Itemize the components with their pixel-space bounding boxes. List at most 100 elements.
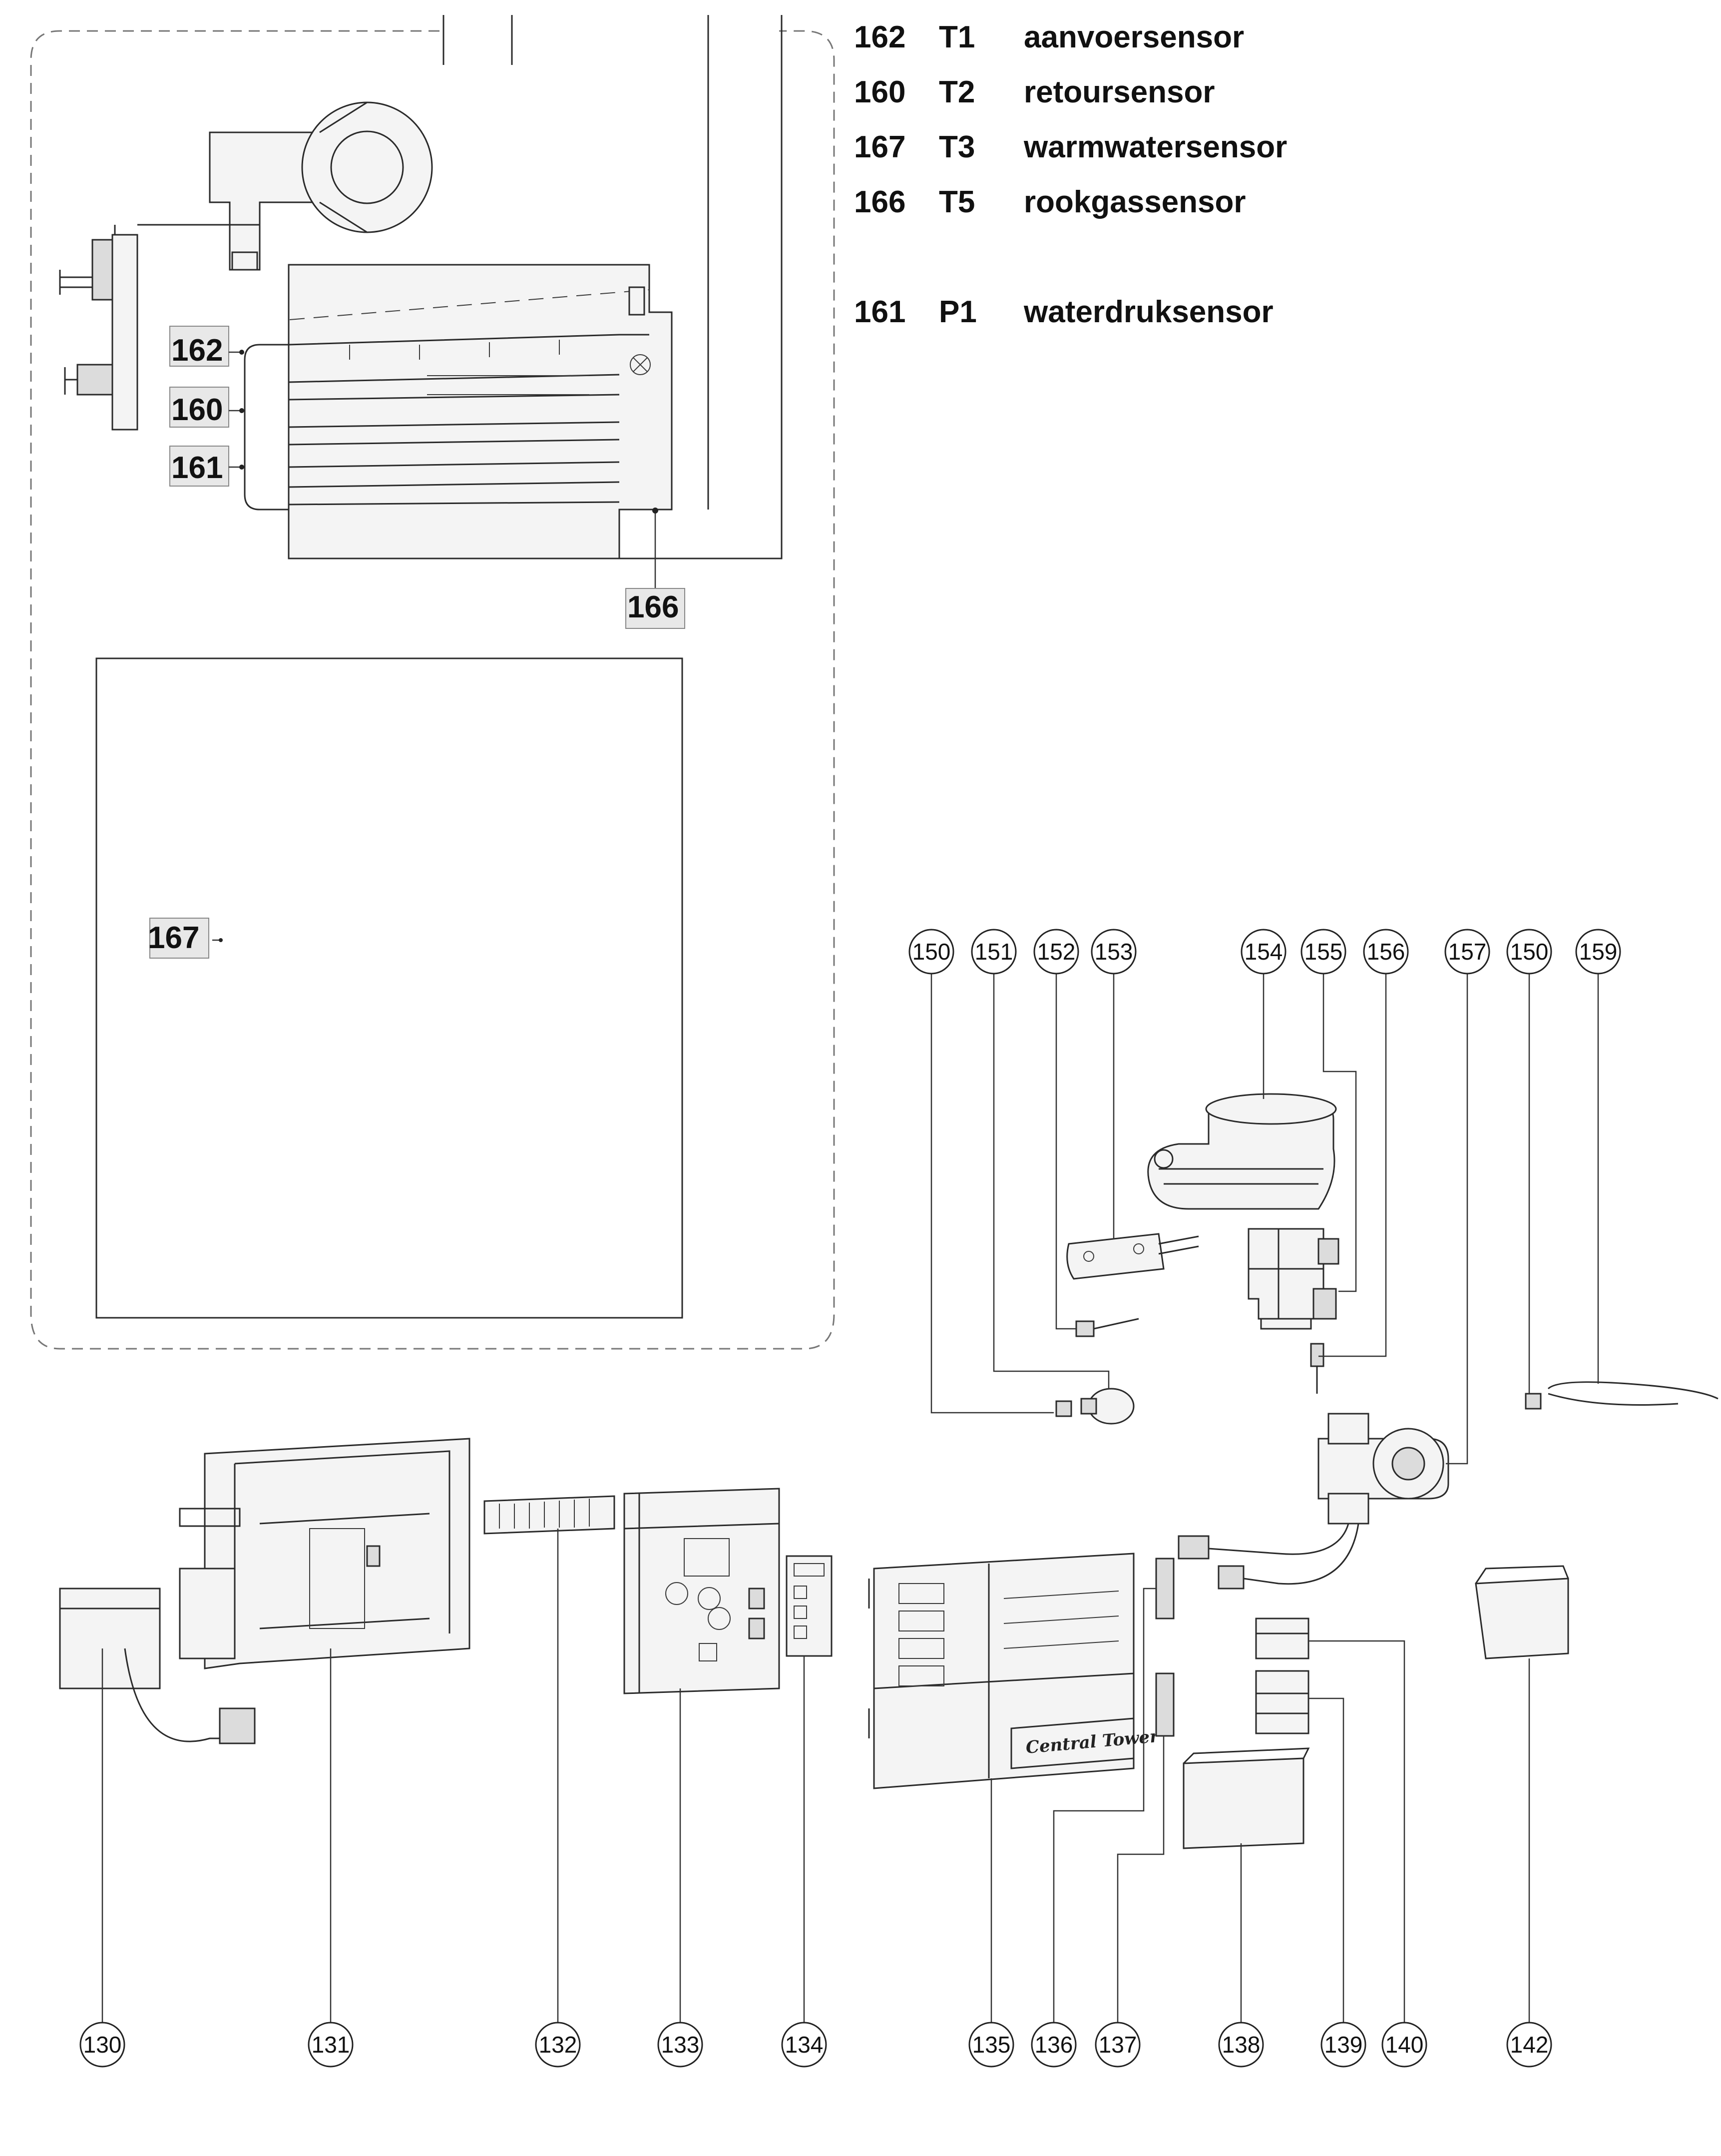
callout-number: 140 [1385,2032,1424,2058]
gas-valve-bracket-drawing [59,224,260,431]
part-137-connector-drawing [1155,1672,1175,1737]
sensor-161-box: 161 [169,446,244,487]
sensor-legend: 162 T1 aanvoersensor 160 T2 retoursensor… [854,20,1287,329]
hot-water-tank-outline [95,657,683,1319]
sensor-161-label: 161 [171,451,223,485]
legend-code: T5 [939,185,975,219]
part-139-module-drawing [1255,1670,1309,1734]
callout-number: 154 [1245,939,1283,965]
callout-bubble: 130 [79,2022,125,2068]
legend-description: rookgassensor [1024,185,1246,219]
callout-bubble: 132 [535,2022,581,2068]
callout-bubble: 151 [971,929,1017,975]
part-156-sensor-drawing [1310,1343,1324,1394]
legend-description: warmwatersensor [1023,130,1287,164]
part-135-front-panel-drawing: Central Tower [868,1553,1161,1789]
callout-number: 159 [1579,939,1618,965]
callout-number: 157 [1448,939,1487,965]
sensor-162-label: 162 [171,333,223,368]
callout-bubble: 137 [1095,2022,1141,2068]
legend-number: 160 [854,75,905,109]
callout-bubble: 133 [657,2022,703,2068]
fan-blower-drawing [209,101,433,271]
callout-bubble: 140 [1381,2022,1427,2068]
callout-number: 151 [975,939,1013,965]
callout-number: 136 [1035,2032,1073,2058]
part-140-module-drawing [1255,1617,1309,1659]
part-150-fitting-drawing [1055,1393,1542,1417]
callout-bubble: 136 [1031,2022,1077,2068]
legend-description: aanvoersensor [1024,20,1244,54]
part-134-display-module-drawing [786,1555,833,1657]
legend-number: 161 [854,295,905,329]
callout-bubble: 135 [968,2022,1014,2068]
callout-bubble: 152 [1033,929,1079,975]
callout-bubble: 131 [308,2022,354,2068]
callout-number: 134 [785,2032,824,2058]
sensor-160-box: 160 [169,387,244,428]
legend-description: retoursensor [1024,75,1215,109]
callout-bubble: 156 [1363,929,1409,975]
callout-number: 139 [1324,2032,1363,2058]
legend-code: P1 [939,295,977,329]
part-131-housing-drawing [179,1438,470,1669]
part-155-gas-valve-drawing [1248,1228,1339,1330]
callout-number: 152 [1037,939,1076,965]
callout-bubble: 150 [908,929,954,975]
callout-number: 150 [1510,939,1549,965]
callout-bubble: 134 [781,2022,827,2068]
part-153-electrode-drawing [1066,1233,1199,1280]
legend-number: 162 [854,20,905,54]
callout-number: 130 [83,2032,122,2058]
callout-number: 155 [1304,939,1343,965]
legend-code: T3 [939,130,975,164]
callout-number: 131 [312,2032,350,2058]
callout-number: 138 [1222,2032,1261,2058]
upper-parts-group [1055,1093,1719,1590]
legend-code: T1 [939,20,975,54]
callout-number: 142 [1510,2032,1549,2058]
sensor-162-box: 162 [169,326,244,368]
callout-bubble: 150 [1506,929,1552,975]
callout-number: 135 [972,2032,1011,2058]
callout-number: 156 [1367,939,1405,965]
part-138-cover-drawing [1183,1747,1310,1849]
part-133-control-board-drawing [623,1488,780,1694]
part-132-terminal-strip-drawing [483,1495,615,1535]
callout-number: 133 [661,2032,700,2058]
legend-number: 166 [854,185,905,219]
lower-parts-group: Central Tower [59,1438,1569,1849]
top-callouts: 150 151 152 153 154 155 156 157 [908,929,1621,975]
part-157-pump-drawing [1178,1413,1449,1590]
callout-bubble: 155 [1300,929,1346,975]
sensor-160-label: 160 [171,393,223,427]
part-159-cable-drawing [1547,1381,1719,1406]
callout-number: 132 [539,2032,577,2058]
part-130-transformer-drawing [59,1588,256,1744]
legend-number: 167 [854,130,905,164]
boiler-schematic: 162 160 161 166 167 [30,15,835,1350]
sensor-166-label: 166 [627,590,679,624]
callout-bubble: 153 [1091,929,1137,975]
leader-lines [101,974,1599,2022]
callout-number: 137 [1099,2032,1137,2058]
callout-bubble: 139 [1320,2022,1366,2068]
heat-exchanger-drawing [244,264,673,559]
callout-number: 153 [1095,939,1133,965]
sensor-167-label: 167 [148,921,199,955]
part-152-probe-drawing [1075,1318,1139,1337]
part-142-cap-drawing [1475,1565,1569,1659]
callout-bubble: 154 [1241,929,1287,975]
boiler-casing-outline [30,30,835,1350]
flue-pipe-lines [442,15,709,510]
callout-bubble: 142 [1506,2022,1552,2068]
callout-bubble: 157 [1444,929,1490,975]
part-154-fan-drawing [1147,1093,1337,1210]
callout-number: 150 [912,939,951,965]
sensor-166-box: 166 [625,508,685,629]
sensor-167-box: 167 [148,918,223,959]
part-151-pressure-sensor-drawing [1080,1388,1135,1425]
legend-code: T2 [939,75,975,109]
callout-bubble: 159 [1575,929,1621,975]
